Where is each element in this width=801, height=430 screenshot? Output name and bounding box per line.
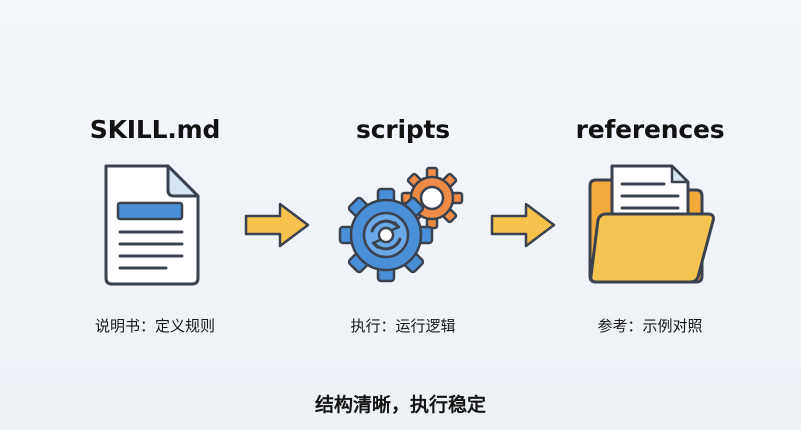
footer-summary: 结构清晰，执行稳定 xyxy=(314,394,486,416)
arrow-right-icon xyxy=(244,202,310,248)
skill-md-title: SKILL.md xyxy=(89,115,221,144)
scripts-title: scripts xyxy=(356,115,450,144)
document-icon xyxy=(104,164,200,286)
folder-icon xyxy=(588,164,715,284)
references-caption: 参考：示例对照 xyxy=(597,317,703,335)
references-title: references xyxy=(575,115,725,144)
gears-icon xyxy=(338,166,464,283)
arrow-right-icon xyxy=(490,202,556,248)
scripts-caption: 执行：运行逻辑 xyxy=(350,317,456,335)
skill-md-caption: 说明书：定义规则 xyxy=(94,317,215,335)
